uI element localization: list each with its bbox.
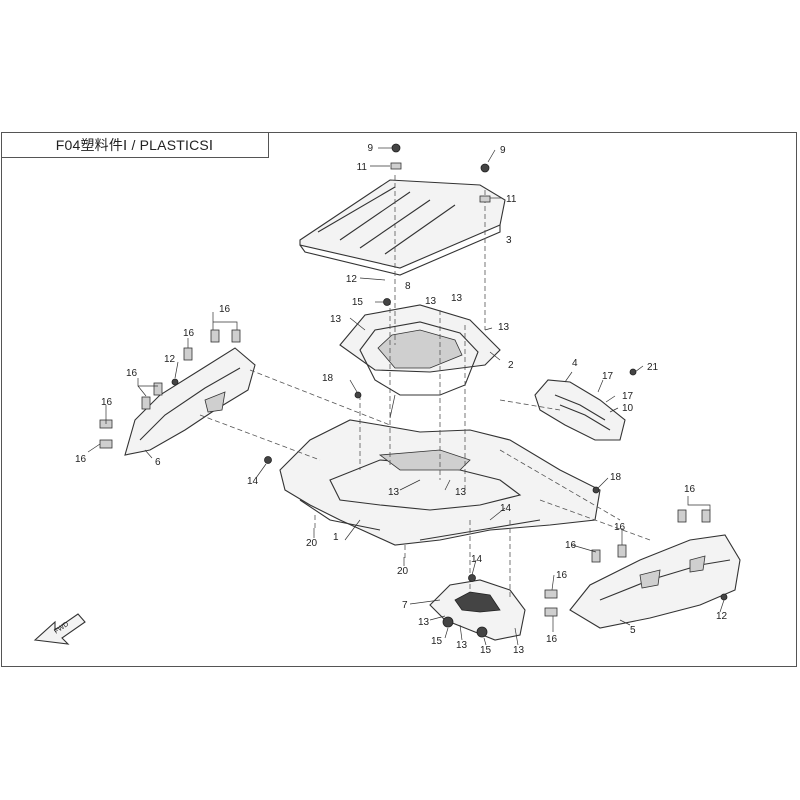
- callout-12: 12: [346, 274, 358, 285]
- callout-16: 16: [126, 368, 138, 379]
- callout-2: 2: [508, 360, 514, 371]
- callout-6: 6: [155, 457, 161, 468]
- callout-17: 17: [622, 391, 634, 402]
- callout-12: 12: [716, 611, 728, 622]
- callout-13: 13: [498, 322, 510, 333]
- callout-20: 20: [306, 538, 318, 549]
- callout-14: 14: [247, 476, 259, 487]
- callout-4: 4: [572, 358, 578, 369]
- callout-21: 21: [647, 362, 659, 373]
- callout-10: 10: [622, 403, 634, 414]
- callout-14: 14: [500, 503, 512, 514]
- diagram-frame: [1, 132, 797, 667]
- assembly-lines: [199, 175, 651, 600]
- callout-11: 11: [357, 162, 368, 173]
- callout-18: 18: [610, 472, 622, 483]
- callout-16: 16: [101, 397, 113, 408]
- callout-16: 16: [183, 328, 195, 339]
- callout-16: 16: [546, 634, 558, 645]
- callout-16: 16: [684, 484, 696, 495]
- callout-13: 13: [425, 296, 437, 307]
- callout-20: 20: [397, 566, 409, 577]
- diagram-title: F04塑料件Ⅰ / PLASTICSⅠ: [1, 132, 269, 158]
- callout-16: 16: [565, 540, 577, 551]
- part-right-bracket: [534, 379, 626, 441]
- callout-9: 9: [500, 145, 506, 156]
- callout-8: 8: [405, 281, 411, 292]
- callout-18: 18: [322, 373, 334, 384]
- callout-1: 1: [333, 532, 339, 543]
- callout-9: 9: [367, 143, 373, 154]
- callout-16: 16: [614, 522, 626, 533]
- part-center-bracket: [429, 579, 526, 641]
- callout-5: 5: [630, 625, 636, 636]
- callout-labels: 9 9 11 11 3 12 8 15 13 13 13 13 2 4 21 1…: [75, 143, 728, 656]
- part-storage-tray: [339, 304, 501, 396]
- callout-13: 13: [456, 640, 468, 651]
- callout-14: 14: [471, 554, 483, 565]
- callout-15: 15: [480, 645, 492, 656]
- callout-15: 15: [352, 297, 364, 308]
- callout-16: 16: [75, 454, 87, 465]
- callout-11: 11: [506, 194, 517, 205]
- callout-7: 7: [402, 600, 408, 611]
- part-left-side-panel: [124, 347, 256, 456]
- callout-17: 17: [602, 371, 614, 382]
- leader-lines: [87, 147, 725, 646]
- callout-3: 3: [506, 235, 512, 246]
- callout-13: 13: [513, 645, 525, 656]
- part-rear-cover: [299, 179, 506, 276]
- part-right-side-panel: [569, 534, 741, 629]
- callout-13: 13: [388, 487, 400, 498]
- callout-15: 15: [431, 636, 443, 647]
- callout-16: 16: [219, 304, 231, 315]
- forward-arrow-icon: FWD: [33, 613, 86, 645]
- callout-13: 13: [451, 293, 463, 304]
- callout-13: 13: [455, 487, 467, 498]
- callout-12: 12: [164, 354, 176, 365]
- callout-13: 13: [330, 314, 342, 325]
- callout-13: 13: [418, 617, 430, 628]
- callout-16: 16: [556, 570, 568, 581]
